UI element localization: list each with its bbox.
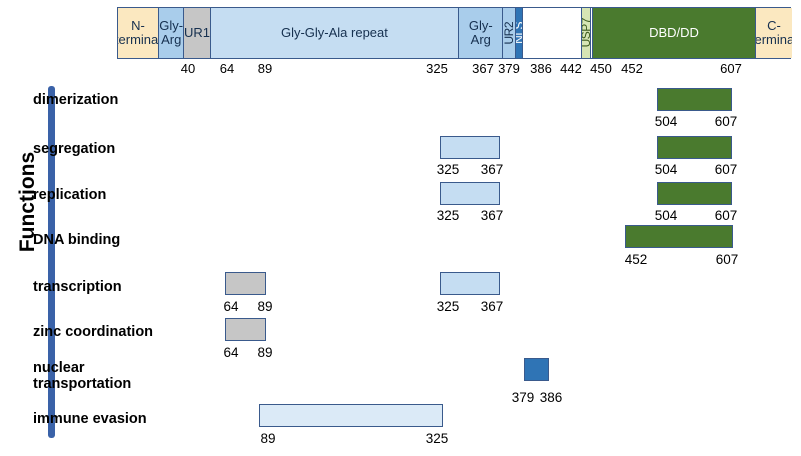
domain-tick-89: 89 [257,61,273,76]
domain-tick-40: 40 [180,61,196,76]
domain-segment-label: UR2 [503,21,517,45]
function-bar [440,272,500,295]
function-bar-start-position: 64 [223,299,239,314]
function-bar-start-position: 504 [654,162,678,177]
function-bar-end-position: 367 [480,162,504,177]
function-bar-start-position: 504 [654,114,678,129]
domain-segment-gly-arg: Gly- Arg [159,8,185,58]
function-bar-start-position: 325 [436,162,460,177]
function-bar [524,358,549,381]
function-label-replication: replication [33,187,107,203]
function-bar [625,225,733,248]
domain-segment-label: NLS [516,22,524,44]
domain-segment-label: Gly- Arg [159,18,184,47]
function-bar-start-position: 504 [654,208,678,223]
domain-segment-usp7: USP7 [582,8,591,58]
function-bar [259,404,443,427]
function-bar-end-position: 89 [257,345,273,360]
domain-tick-325: 325 [426,61,448,76]
domain-segment-dbd-dd: DBD/DD [592,8,757,58]
domain-segment-n-terminal: N- terminal [118,8,160,58]
domain-segment-gly-gly-ala-repeat: Gly-Gly-Ala repeat [210,8,460,58]
function-bar-end-position: 607 [714,162,738,177]
function-bar [657,88,732,111]
function-bar-end-position: 607 [714,208,738,223]
function-label-immune-evasion: immune evasion [33,411,147,427]
function-bar-start-position: 379 [511,390,535,405]
domain-segment-label: C- terminal [756,18,792,47]
function-bar-end-position: 367 [480,299,504,314]
function-bar [657,182,732,205]
function-bar-end-position: 386 [539,390,563,405]
function-bar-end-position: 89 [257,299,273,314]
function-bar [225,272,266,295]
domain-segment-label: USP7 [582,18,591,48]
domain-segment-c-terminal: C- terminal [756,8,792,58]
functions-axis-line [48,86,55,438]
domain-tick-607: 607 [720,61,742,76]
domain-tick-64: 64 [219,61,235,76]
function-bar [440,136,500,159]
function-bar-end-position: 607 [714,114,738,129]
domain-segment-label: UR1 [184,25,210,41]
domain-tick-442: 442 [560,61,582,76]
domain-tick-379: 379 [498,61,520,76]
domain-segment-spacer-7 [523,8,583,58]
function-label-segregation: segregation [33,141,116,157]
function-bar [225,318,266,341]
domain-tick-386: 386 [530,61,552,76]
domain-tick-367: 367 [472,61,494,76]
function-label-dimerization: dimerization [33,92,119,108]
domain-segment-gly-arg: Gly- Arg [459,8,504,58]
domain-segment-ur1: UR1 [184,8,211,58]
domain-segment-label: DBD/DD [649,25,699,41]
function-label-transcription: transcription [33,279,122,295]
function-bar-start-position: 325 [436,299,460,314]
function-bar-end-position: 367 [480,208,504,223]
domain-segment-label: N- terminal [118,18,159,47]
domain-segment-spacer-9 [590,8,593,58]
domain-segment-ur2: UR2 [503,8,517,58]
domain-tick-450: 450 [590,61,612,76]
function-bar-start-position: 325 [436,208,460,223]
function-bar-end-position: 607 [715,252,739,267]
domain-segment-nls: NLS [516,8,524,58]
function-bar-start-position: 64 [223,345,239,360]
function-bar [657,136,732,159]
function-label-dna-binding: DNA binding [33,232,121,248]
function-bar [440,182,500,205]
function-label-nuclear-transportation: nuclear transportation [33,360,132,392]
function-label-zinc-coordination: zinc coordination [33,324,154,340]
function-bar-end-position: 325 [425,431,449,446]
function-bar-start-position: 452 [624,252,648,267]
domain-segment-label: Gly- Arg [468,18,493,47]
function-bar-start-position: 89 [260,431,276,446]
domain-segment-label: Gly-Gly-Ala repeat [280,25,388,41]
domain-tick-452: 452 [621,61,643,76]
